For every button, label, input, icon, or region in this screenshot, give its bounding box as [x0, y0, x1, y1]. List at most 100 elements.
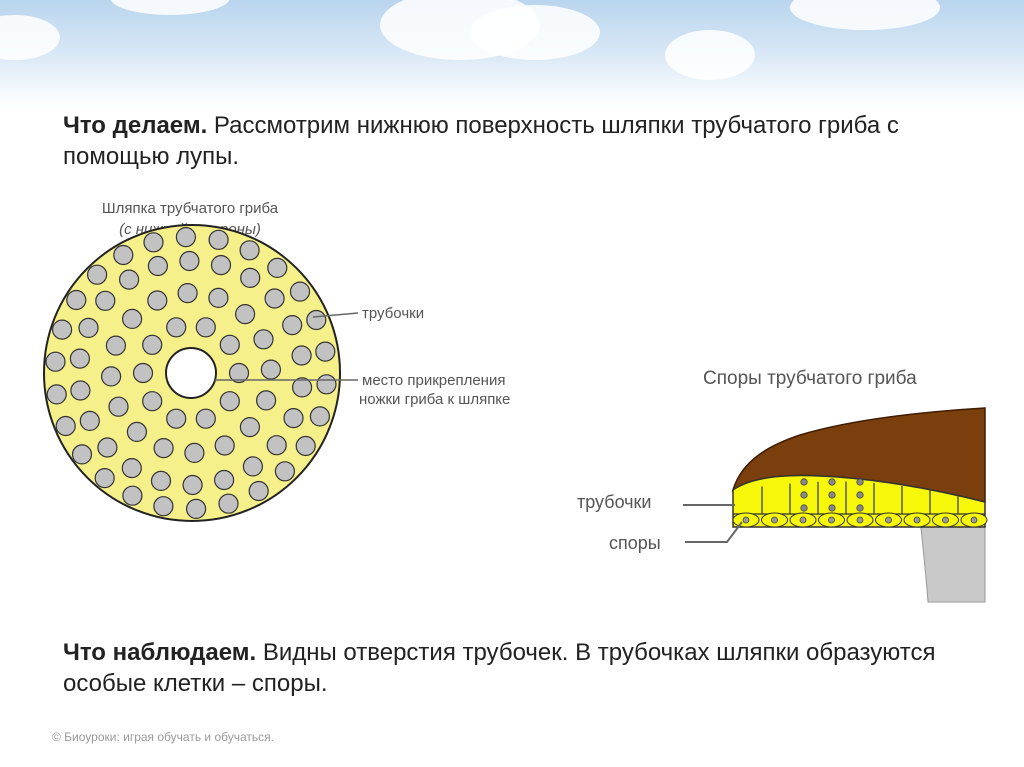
spore-nucleus — [942, 516, 949, 524]
cloud — [470, 5, 600, 60]
spore-nucleus — [771, 516, 778, 524]
tube-hole — [100, 366, 122, 387]
spore-cell — [818, 512, 845, 528]
tube-hole — [239, 240, 260, 261]
tube-hole — [86, 264, 108, 285]
cap-underside-diagram: Шляпка трубчатого гриба (с нижней сторон… — [43, 200, 510, 522]
top-paragraph-text: Рассмотрим нижнюю поверхность шляпки тру… — [63, 112, 899, 170]
spore-nucleus — [856, 516, 864, 524]
cap-disc — [43, 224, 341, 522]
spore — [800, 478, 808, 486]
spore-cell — [960, 512, 988, 528]
bottom-paragraph-text: Видны отверстия трубочек. В трубочках шл… — [63, 639, 936, 697]
tube-hole — [166, 408, 187, 429]
tube-hole — [175, 227, 196, 248]
tube-hole — [113, 244, 134, 266]
tube-hole — [306, 309, 327, 331]
tube-hole — [186, 498, 207, 519]
tube-hole — [260, 359, 281, 380]
tube-layer — [732, 474, 986, 528]
tube-hole — [291, 345, 312, 366]
tube-hole — [195, 408, 216, 429]
cloud — [0, 15, 60, 60]
spore — [856, 491, 864, 499]
spore-cell — [875, 512, 902, 528]
tube-hole — [94, 468, 115, 489]
tube-hole — [239, 417, 260, 438]
tube-hole — [267, 257, 288, 278]
cap-title-line1: Шляпка трубчатого гриба — [102, 200, 279, 217]
tube-hole — [242, 456, 263, 477]
tube-hole — [289, 281, 311, 302]
tube-hole — [228, 362, 250, 384]
tube-hole — [182, 474, 203, 496]
tube-hole — [46, 384, 67, 405]
tube-hole — [126, 421, 147, 442]
stem — [920, 520, 986, 603]
tube-hole — [69, 348, 91, 369]
tube-hole — [282, 315, 303, 336]
tube-hole — [79, 410, 100, 431]
tube-hole — [292, 377, 313, 398]
cap-flesh — [731, 407, 986, 503]
tubes-leader-line — [312, 312, 359, 318]
tube-hole — [142, 334, 163, 355]
spore-cell — [903, 512, 931, 528]
bottom-paragraph: Что наблюдаем. Видны отверстия трубочек.… — [63, 637, 983, 699]
tube-hole — [147, 290, 168, 311]
spore-section-diagram: Споры трубчатого гриба трубочки споры — [577, 368, 988, 603]
tube-hole — [218, 493, 239, 514]
spore — [828, 504, 836, 512]
tube-hole — [66, 289, 87, 311]
spore — [800, 491, 808, 499]
spore — [800, 504, 808, 512]
spore-nucleus — [970, 516, 978, 524]
tube-hole — [208, 287, 229, 308]
spore — [856, 478, 864, 486]
spore-nucleus — [799, 516, 807, 524]
cap-label-attachment-line1: место прикрепления — [362, 372, 505, 389]
cloud — [665, 30, 755, 80]
tube-hole — [105, 335, 127, 356]
tube-hole — [295, 435, 316, 457]
tube-hole — [51, 319, 73, 340]
tube-hole — [97, 437, 118, 458]
tube-holes — [45, 227, 337, 519]
stem-attachment-hole — [165, 347, 217, 399]
tube-hole — [153, 496, 174, 517]
spore — [828, 478, 836, 486]
spore-label-tubes: трубочки — [577, 492, 652, 512]
top-paragraph-bold: Что делаем. — [63, 112, 208, 139]
spore-nucleus — [913, 516, 921, 524]
spores-in-tubes — [800, 478, 864, 512]
tube-hole — [214, 469, 235, 491]
cap-label-tubes: трубочки — [362, 305, 424, 322]
tube-hole — [122, 485, 143, 506]
tube-hole — [177, 283, 198, 304]
tube-hole — [264, 288, 285, 309]
tube-hole — [122, 308, 143, 329]
tube-hole — [166, 317, 187, 338]
tube-hole — [95, 290, 116, 311]
tube-hole — [108, 396, 129, 417]
bottom-paragraph-bold: Что наблюдаем. — [63, 639, 257, 666]
tube-hole — [184, 442, 205, 463]
sky-background — [0, 0, 1024, 110]
tube-hole — [219, 391, 240, 412]
spore-cell — [932, 512, 959, 528]
spores-leader-line — [685, 521, 743, 543]
cap-title-line2: (с нижней стороны) — [119, 221, 261, 238]
tube-hole — [248, 480, 269, 502]
tube-hole — [253, 329, 274, 350]
tube-hole — [45, 351, 66, 372]
tube-hole — [214, 435, 235, 456]
cloud — [790, 0, 940, 30]
tube-hole — [208, 229, 229, 250]
spore-cell — [761, 512, 788, 528]
tube-hole — [153, 438, 174, 459]
tube-hole — [143, 232, 164, 253]
cap-label-attachment-line2: ножки гриба к шляпке — [359, 391, 510, 408]
spore-nucleus — [885, 516, 892, 524]
top-paragraph: Что делаем. Рассмотрим нижнюю поверхност… — [63, 110, 983, 172]
tube-hole — [71, 444, 93, 465]
